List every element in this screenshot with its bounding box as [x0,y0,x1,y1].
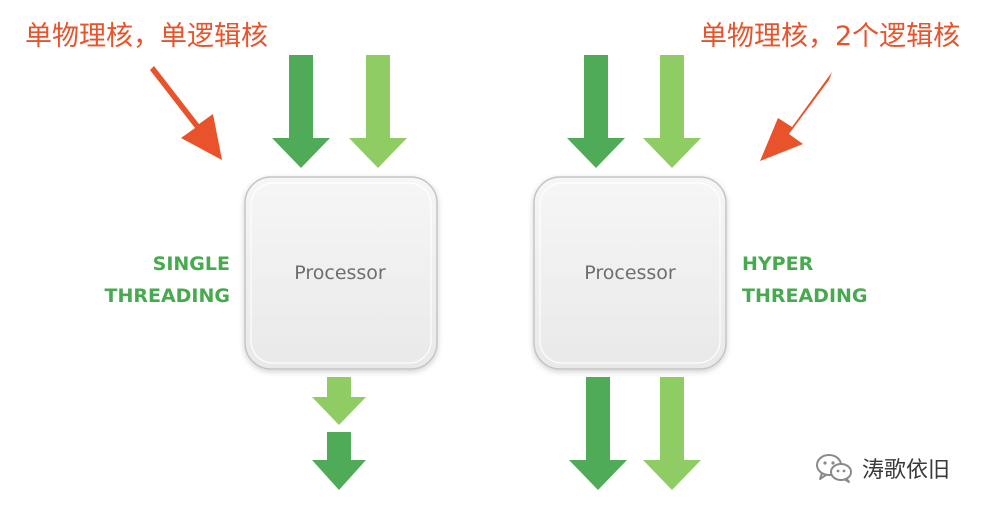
output-arrow-light-left [312,377,366,425]
watermark: 涛歌依旧 [814,450,950,486]
processor-label-right: Processor [584,262,676,284]
input-arrow-light-right [643,55,701,168]
label-single-line1: SINGLE [152,253,230,275]
label-single-line2: THREADING [104,285,230,307]
input-arrow-dark-left [272,55,330,168]
output-arrow-dark-right [569,377,627,490]
input-arrow-dark-right [567,55,625,168]
processor-label-left: Processor [294,262,386,284]
pointer-arrow-left [150,66,222,160]
label-hyper-line1: HYPER [742,253,814,275]
output-arrow-dark-left [312,432,366,490]
watermark-text: 涛歌依旧 [862,458,951,483]
processor-box-left [244,176,438,370]
label-single-threading: SINGLE THREADING [90,248,230,312]
label-hyper-line2: THREADING [742,285,868,307]
annotation-two-logical-cores: 单物理核，2个逻辑核 [700,21,961,52]
processor-box-right [533,176,727,370]
pointer-arrow-right [760,72,832,161]
annotation-single-core: 单物理核，单逻辑核 [25,21,268,52]
output-arrow-light-right [643,377,701,490]
label-hyper-threading: HYPER THREADING [742,248,902,312]
wechat-icon [816,454,852,483]
input-arrow-light-left [349,55,407,168]
